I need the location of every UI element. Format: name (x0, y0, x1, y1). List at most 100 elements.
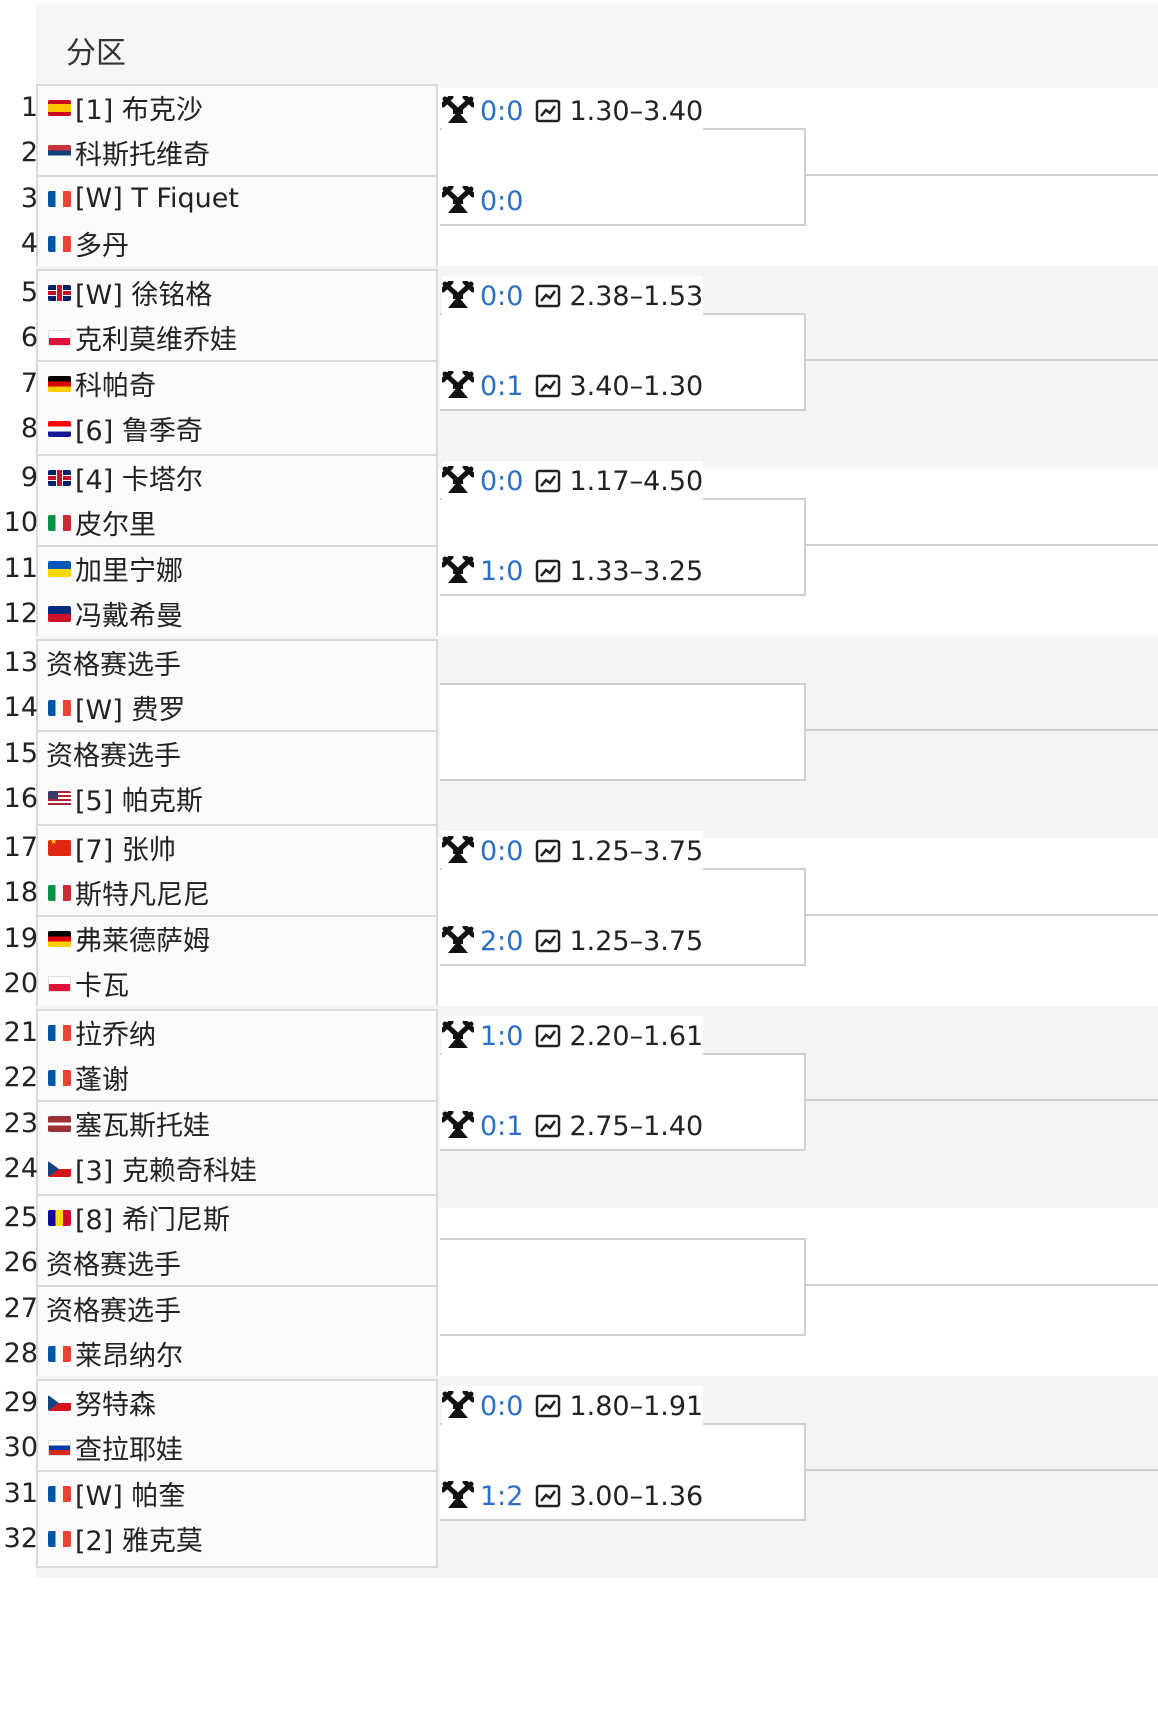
match-score[interactable]: 1:2 (480, 1480, 524, 1512)
player-row[interactable]: 22 蓬谢 (0, 1053, 129, 1102)
player-row[interactable]: 25[8] 希门尼斯 (0, 1193, 230, 1242)
player-name[interactable]: 塞瓦斯托娃 (75, 1111, 210, 1142)
player-name[interactable]: [6] 鲁季奇 (75, 416, 203, 447)
player-row[interactable]: 29 努特森 (0, 1378, 156, 1427)
player-name[interactable]: [W] 帕奎 (75, 1481, 186, 1512)
player-name[interactable]: [8] 希门尼斯 (75, 1205, 230, 1236)
player-name[interactable]: 弗莱德萨姆 (75, 926, 210, 957)
line-chart-icon[interactable] (535, 1114, 561, 1138)
player-row[interactable]: 30 查拉耶娃 (0, 1423, 183, 1472)
line-chart-icon[interactable] (535, 284, 561, 308)
player-row[interactable]: 31[W] 帕奎 (0, 1469, 186, 1518)
match-score[interactable]: 0:0 (480, 1390, 524, 1422)
player-row[interactable]: 10 皮尔里 (0, 498, 156, 547)
player-row[interactable]: 7 科帕奇 (0, 359, 156, 408)
line-chart-icon[interactable] (535, 559, 561, 583)
match-score[interactable]: 0:1 (480, 370, 524, 402)
player-row[interactable]: 16[5] 帕克斯 (0, 774, 203, 823)
player-row[interactable]: 23 塞瓦斯托娃 (0, 1099, 210, 1148)
player-row[interactable]: 5[W] 徐铭格 (0, 268, 213, 317)
player-row[interactable]: 20 卡瓦 (0, 959, 129, 1008)
player-row[interactable]: 28 莱昂纳尔 (0, 1329, 183, 1378)
player-row[interactable]: 18 斯特凡尼尼 (0, 868, 210, 917)
player-name[interactable]: 科帕奇 (75, 371, 156, 402)
player-name[interactable]: [W] 费罗 (75, 695, 186, 726)
player-row[interactable]: 19 弗莱德萨姆 (0, 914, 210, 963)
line-chart-icon[interactable] (535, 1024, 561, 1048)
player-name[interactable]: 加里宁娜 (75, 556, 183, 587)
player-row[interactable]: 24[3] 克赖奇科娃 (0, 1144, 257, 1193)
line-chart-icon[interactable] (535, 929, 561, 953)
player-name[interactable]: 冯戴希曼 (75, 601, 183, 632)
player-row[interactable]: 12 冯戴希曼 (0, 589, 183, 638)
match-info[interactable]: 0:0 (440, 181, 536, 221)
player-name[interactable]: [3] 克赖奇科娃 (75, 1156, 257, 1187)
player-row[interactable]: 11 加里宁娜 (0, 544, 183, 593)
match-score[interactable]: 0:0 (480, 835, 524, 867)
player-name[interactable]: 资格赛选手 (46, 1296, 181, 1327)
line-chart-icon[interactable] (535, 839, 561, 863)
player-name[interactable]: 斯特凡尼尼 (75, 880, 210, 911)
line-chart-icon[interactable] (535, 99, 561, 123)
player-name[interactable]: [4] 卡塔尔 (75, 465, 203, 496)
match-score[interactable]: 1:0 (480, 555, 524, 587)
player-name[interactable]: [W] 徐铭格 (75, 280, 213, 311)
player-row[interactable]: 14[W] 费罗 (0, 683, 186, 732)
player-row[interactable]: 21 拉乔纳 (0, 1008, 156, 1057)
player-name[interactable]: 资格赛选手 (46, 650, 181, 681)
player-row[interactable]: 6 克利莫维乔娃 (0, 313, 237, 362)
line-chart-icon[interactable] (535, 1484, 561, 1508)
player-name[interactable]: 科斯托维奇 (75, 140, 210, 171)
player-name[interactable]: 莱昂纳尔 (75, 1341, 183, 1372)
player-name[interactable]: [W] T Fiquet (75, 183, 239, 214)
player-name[interactable]: 克利莫维乔娃 (75, 325, 237, 356)
match-score[interactable]: 0:0 (480, 95, 524, 127)
match-score[interactable]: 1:0 (480, 1020, 524, 1052)
player-name[interactable]: [1] 布克沙 (75, 95, 203, 126)
player-name[interactable]: 查拉耶娃 (75, 1435, 183, 1466)
player-name[interactable]: [7] 张帅 (75, 835, 176, 866)
player-name[interactable]: [2] 雅克莫 (75, 1526, 203, 1557)
player-name[interactable]: 资格赛选手 (46, 741, 181, 772)
match-score[interactable]: 0:0 (480, 280, 524, 312)
match-score[interactable]: 0:0 (480, 185, 524, 217)
player-name[interactable]: 多丹 (75, 231, 129, 262)
flag-icon (48, 1485, 71, 1502)
player-row[interactable]: 8[6] 鲁季奇 (0, 404, 203, 453)
line-chart-icon[interactable] (535, 469, 561, 493)
player-name[interactable]: 蓬谢 (75, 1065, 129, 1096)
player-name[interactable]: 资格赛选手 (46, 1250, 181, 1281)
player-name[interactable]: 皮尔里 (75, 510, 156, 541)
player-name[interactable]: 卡瓦 (75, 971, 129, 1002)
player-row[interactable]: 9[4] 卡塔尔 (0, 453, 203, 502)
match-score[interactable]: 0:0 (480, 465, 524, 497)
line-chart-icon[interactable] (535, 374, 561, 398)
match-score[interactable]: 2:0 (480, 925, 524, 957)
player-name[interactable]: [5] 帕克斯 (75, 786, 203, 817)
player-row[interactable]: 3[W] T Fiquet (0, 174, 239, 223)
player-row[interactable]: 17[7] 张帅 (0, 823, 176, 872)
line-chart-icon[interactable] (535, 1394, 561, 1418)
player-name[interactable]: 拉乔纳 (75, 1020, 156, 1051)
player-name[interactable]: 努特森 (75, 1390, 156, 1421)
player-row[interactable]: 1[1] 布克沙 (0, 83, 203, 132)
player-row[interactable]: 32[2] 雅克莫 (0, 1514, 203, 1563)
player-row[interactable]: 2 科斯托维奇 (0, 128, 210, 177)
match-score[interactable]: 0:1 (480, 1110, 524, 1142)
player-row[interactable]: 4 多丹 (0, 219, 129, 268)
